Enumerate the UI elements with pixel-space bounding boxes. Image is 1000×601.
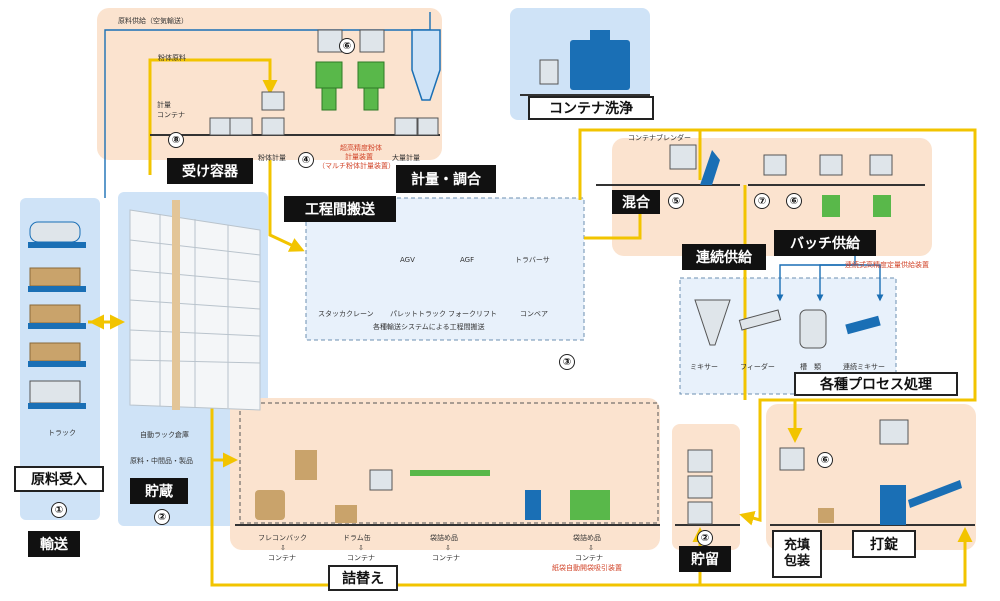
bagged-goods-1: 袋詰め品 [430, 534, 458, 542]
silo [411, 29, 441, 101]
batch-containers [763, 154, 893, 176]
auto-bag-opening-label: 紙袋自動開袋吸引装置 [552, 564, 622, 572]
stacker-crane-label: スタッカクレーン [318, 310, 374, 318]
step-2-storage: ② [154, 509, 170, 525]
step-4: ④ [298, 152, 314, 168]
wash-machine [539, 30, 630, 90]
title-storage-2: 貯留 [679, 546, 731, 572]
agv-label: AGV [400, 256, 415, 264]
step-6-filling: ⑥ [817, 452, 833, 468]
feeder-label: フィーダー [740, 363, 775, 371]
forklift-label: フォークリフト [448, 310, 497, 318]
to-container-3: コンテナ [432, 554, 460, 562]
mixer-label: ミキサー [690, 363, 718, 371]
pallet-truck-label: パレットトラック [390, 310, 446, 318]
title-mixing: 混合 [612, 190, 660, 214]
step-7: ⑦ [754, 193, 770, 209]
continuous-mixer-label: 連続ミキサー [843, 363, 885, 371]
bulk-weighing-label: 大量計量 [392, 154, 420, 162]
truck-label: トラック [48, 429, 76, 437]
flow-lines [88, 58, 977, 587]
continuous-metering-label: 連続式高精度定量供給装置 [845, 261, 929, 269]
agf-label: AGF [460, 256, 475, 264]
repack-equipment [255, 450, 610, 523]
green-weighing-machines [315, 61, 385, 111]
tablet-equipment [779, 419, 962, 525]
to-container-4: コンテナ [575, 554, 603, 562]
powder-material-label: 粉体原料 [158, 54, 186, 62]
title-tableting: 打錠 [852, 530, 916, 558]
auto-rack-label: 自動ラック倉庫 [140, 431, 189, 439]
auto-rack [129, 209, 261, 411]
title-weighing-blending: 計量・調合 [396, 165, 496, 193]
arrow-down-3: ⇩ [445, 544, 451, 552]
conveyor-label: コンベア [520, 310, 548, 318]
transport-caption: 各種輸送システムによる工程間搬送 [373, 323, 485, 331]
step-6-weighing: ⑥ [339, 38, 355, 54]
title-receiving-vessel: 受け容器 [167, 158, 253, 184]
container-blender-label: コンテナブレンダー [628, 134, 691, 142]
ultra-precise-label-3: （マルチ粉体計量装置） [318, 162, 395, 170]
title-filling-packing: 充填包装 [772, 530, 822, 578]
ultra-precise-label-2: 計量装置 [345, 153, 373, 161]
tablet-area-bg [766, 404, 976, 550]
title-batch-supply: バッチ供給 [774, 230, 876, 256]
step-2-holding: ② [697, 530, 713, 546]
title-inter-process-transport: 工程間搬送 [284, 196, 396, 222]
raw-material-supply-label: 原料供給（空気輸送） [118, 17, 188, 25]
title-transport: 輸送 [28, 531, 80, 557]
arrow-down-2: ⇩ [358, 544, 364, 552]
flexible-bag-label: フレコンバック [258, 534, 307, 542]
rack-contents-label: 原料・中間品・製品 [130, 457, 193, 465]
arrow-down-1: ⇩ [280, 544, 286, 552]
reactor-label: 槽 類 [800, 363, 821, 371]
step-8: ⑧ [168, 132, 184, 148]
step-6-batch: ⑥ [786, 193, 802, 209]
ground-lines [150, 94, 975, 526]
title-continuous-supply: 連続供給 [682, 244, 766, 270]
powder-weighing-label: 粉体計量 [258, 154, 286, 162]
to-container-1: コンテナ [268, 554, 296, 562]
ultra-precise-label-1: 超高精度粉体 [340, 144, 382, 152]
to-container-2: コンテナ [347, 554, 375, 562]
blue-lines [104, 12, 884, 302]
weighing-container-label-2: コンテナ [157, 111, 185, 119]
repack-box [239, 402, 659, 524]
bagged-goods-2: 袋詰め品 [573, 534, 601, 542]
title-various-processes: 各種プロセス処理 [794, 372, 958, 396]
process-equipment [694, 299, 881, 349]
step-3: ③ [559, 354, 575, 370]
trucks [28, 221, 86, 409]
title-material-receiving: 原料受入 [14, 466, 104, 492]
drum-can-label: ドラム缶 [343, 534, 371, 542]
batch-green [822, 195, 891, 217]
containers-weighing [209, 29, 439, 136]
weighing-container-label-1: 計量 [157, 101, 171, 109]
stacker-mast [172, 200, 180, 410]
container-blender [669, 144, 720, 185]
title-repacking: 詰替え [328, 565, 398, 591]
step-5: ⑤ [668, 193, 684, 209]
traverser-label: トラバーサ [515, 256, 550, 264]
storage2-containers [687, 449, 713, 525]
arrow-down-4: ⇩ [588, 544, 594, 552]
step-1: ① [51, 502, 67, 518]
title-container-wash: コンテナ洗浄 [528, 96, 654, 120]
title-storage: 貯蔵 [130, 478, 188, 504]
